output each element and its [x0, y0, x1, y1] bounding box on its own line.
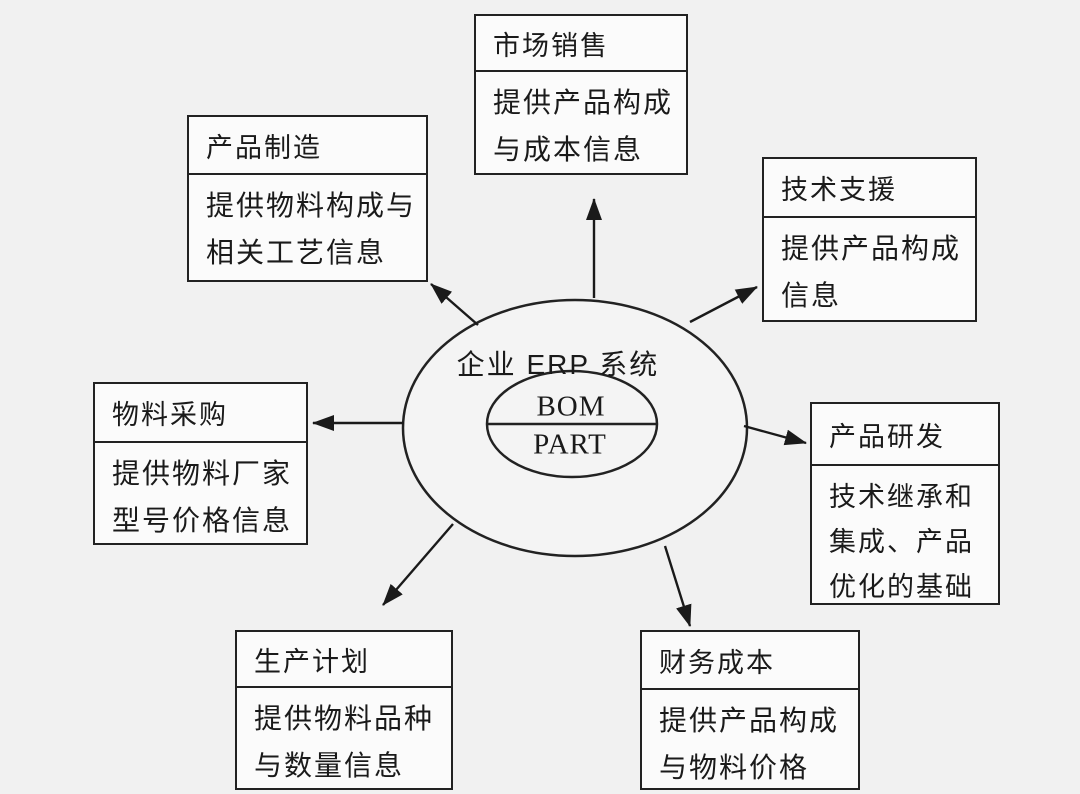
box-body: 提供产品构成 与成本信息 — [476, 72, 686, 173]
box-title: 生产计划 — [237, 632, 451, 688]
box-body: 提供物料厂家 型号价格信息 — [95, 443, 306, 544]
box-body: 提供物料构成与 相关工艺信息 — [189, 175, 426, 276]
box-material-procurement: 物料采购 提供物料厂家 型号价格信息 — [93, 382, 308, 545]
box-body-line: 提供物料品种 — [254, 703, 435, 734]
box-body-line: 型号价格信息 — [112, 505, 293, 536]
box-tech-support: 技术支援 提供产品构成 信息 — [762, 157, 977, 322]
box-body-line: 与数量信息 — [254, 750, 405, 781]
box-body-line: 提供产品构成 — [493, 87, 674, 118]
box-title: 产品研发 — [812, 404, 998, 466]
box-product-manufacturing: 产品制造 提供物料构成与 相关工艺信息 — [187, 115, 428, 282]
arrow-to-finance-cost — [663, 545, 692, 627]
box-body: 技术继承和 集成、产品 优化的基础 — [812, 466, 998, 610]
box-market-sales: 市场销售 提供产品构成 与成本信息 — [474, 14, 688, 175]
box-body-line: 与成本信息 — [493, 134, 644, 165]
box-body-line: 优化的基础 — [829, 572, 974, 602]
box-body-line: 相关工艺信息 — [206, 237, 387, 268]
erp-system-title: 企业 ERP 系统 — [456, 349, 660, 380]
box-product-rd: 产品研发 技术继承和 集成、产品 优化的基础 — [810, 402, 1000, 605]
box-body-line: 信息 — [781, 280, 842, 311]
part-label: PART — [533, 428, 607, 461]
box-finance-cost: 财务成本 提供产品构成 与物料价格 — [640, 630, 860, 790]
box-body-line: 与物料价格 — [659, 752, 810, 783]
box-body-line: 集成、产品 — [829, 527, 974, 557]
bom-label: BOM — [536, 390, 606, 423]
box-body-line: 技术继承和 — [829, 482, 974, 512]
box-body-line: 提供物料构成与 — [206, 190, 417, 221]
box-title: 技术支援 — [764, 159, 975, 218]
arrow-to-production-planning — [382, 523, 454, 606]
box-body: 提供产品构成 与物料价格 — [642, 690, 858, 791]
arrow-to-product-rd — [743, 424, 807, 446]
box-title: 产品制造 — [189, 117, 426, 175]
box-title: 市场销售 — [476, 16, 686, 72]
arrow-to-tech-support — [689, 285, 758, 324]
box-body-line: 提供产品构成 — [781, 233, 962, 264]
box-title: 物料采购 — [95, 384, 306, 443]
box-production-planning: 生产计划 提供物料品种 与数量信息 — [235, 630, 453, 790]
box-body: 提供物料品种 与数量信息 — [237, 688, 451, 789]
box-body-line: 提供物料厂家 — [112, 458, 293, 489]
arrow-to-product-manufacturing — [430, 283, 479, 326]
box-title: 财务成本 — [642, 632, 858, 690]
box-body-line: 提供产品构成 — [659, 705, 840, 736]
box-body: 提供产品构成 信息 — [764, 218, 975, 319]
